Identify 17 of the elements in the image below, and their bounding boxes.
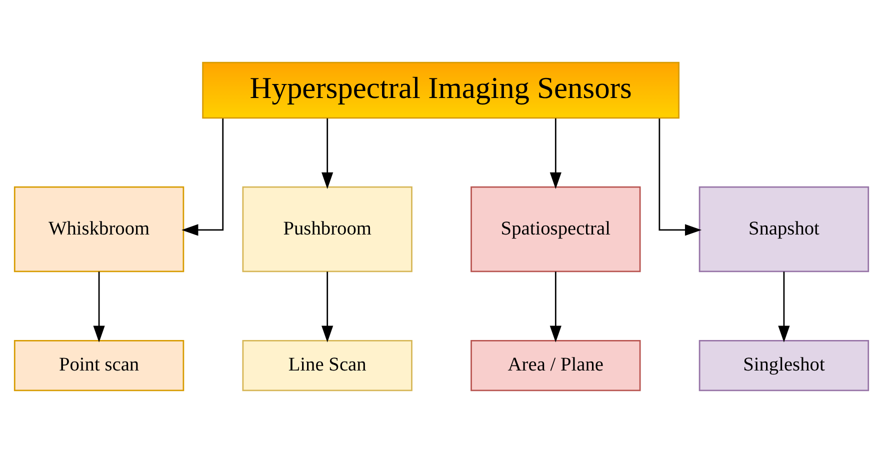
arrow xyxy=(322,272,334,342)
arrow xyxy=(93,272,105,342)
arrow xyxy=(550,118,562,190)
node-box: Spatiospectral xyxy=(470,186,641,272)
node-box: Singleshot xyxy=(698,340,870,392)
arrow xyxy=(322,118,334,190)
node-box: Pushbroom xyxy=(242,186,412,272)
arrow xyxy=(182,118,224,236)
arrow xyxy=(658,118,702,236)
node-box: Point scan xyxy=(14,340,184,392)
node-box: Area / Plane xyxy=(470,340,641,392)
arrow xyxy=(550,272,562,342)
node-box: Hyperspectral Imaging Sensors xyxy=(202,62,680,119)
node-box: Snapshot xyxy=(698,186,870,272)
arrow xyxy=(778,272,790,342)
node-box: Whiskbroom xyxy=(14,186,184,272)
node-box: Line Scan xyxy=(242,340,412,392)
